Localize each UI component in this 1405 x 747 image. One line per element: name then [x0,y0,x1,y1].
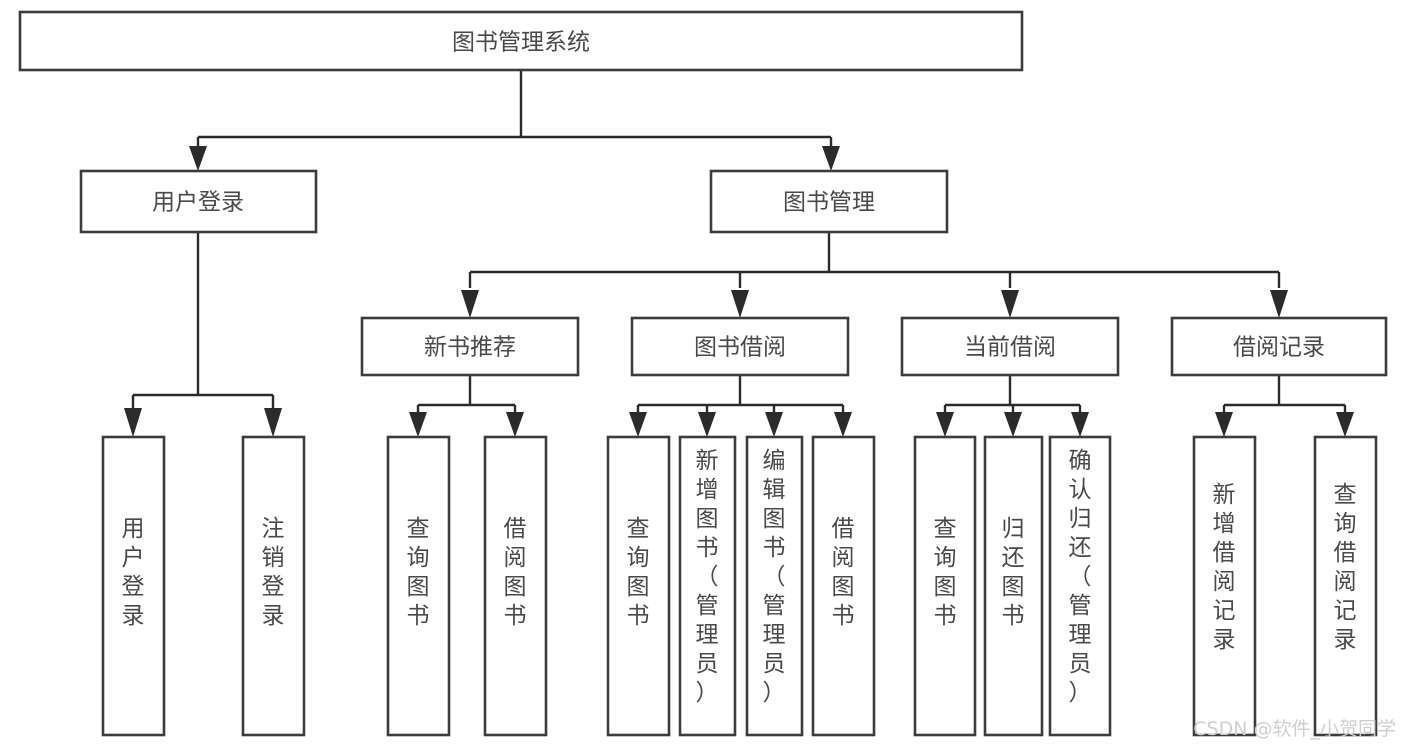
connectors-layer [124,70,1354,437]
book-management-box[interactable] [709,169,949,234]
leaf-add-book-label: 新增图书（管理员） [696,448,719,706]
leaf-query-book-current-box[interactable] [913,435,977,737]
connector-borrowrecord-to-leaves [1215,375,1354,437]
connector-bookborrow-to-leaves [629,375,852,437]
leaf-return-book-label: 归还图书 [1002,516,1025,629]
arrow-to-leaf-user-login [124,408,142,437]
leaf-add-record-label: 新增借阅记录 [1213,482,1236,653]
leaf-query-book-new[interactable]: 查询图书 [386,435,451,737]
leaf-borrow-book-new[interactable]: 借阅图书 [483,435,548,737]
user-login-label: 用户登录 [152,190,244,216]
arrow-to-leaf-query-record [1336,412,1354,437]
new-book-recommend-label: 新书推荐 [424,335,516,361]
arrow-to-book-management [822,146,840,171]
leaf-add-book-box[interactable] [678,435,737,737]
root-label: 图书管理系统 [452,30,590,56]
new-book-recommend-box[interactable] [360,316,580,377]
leaf-confirm-return-box[interactable] [1048,435,1112,737]
leaf-borrow-book-new-label: 借阅图书 [504,516,527,629]
node-current-borrow[interactable]: 当前借阅 [900,316,1120,377]
leaf-query-book-borrow-box[interactable] [606,435,671,737]
leaf-edit-book[interactable]: 编辑图书（管理员） [745,435,804,737]
leaf-logout-box[interactable] [241,435,306,737]
leaf-borrow-book-box[interactable] [811,435,876,737]
node-borrow-record[interactable]: 借阅记录 [1170,316,1388,377]
arrow-to-new-book-recommend [461,290,479,318]
leaf-user-login-box[interactable] [101,435,166,737]
book-borrow-label: 图书借阅 [694,335,786,361]
arrow-to-user-login [189,146,207,171]
arrow-to-leaf-add-record [1215,412,1233,437]
current-borrow-box[interactable] [900,316,1120,377]
arrow-to-leaf-confirm-return [1071,412,1089,437]
leaf-borrow-book[interactable]: 借阅图书 [811,435,876,737]
leaf-logout-label: 注销登录 [262,516,285,629]
connector-userlogin-to-leaves [124,232,282,437]
connector-currentborrow-to-leaves [936,375,1089,437]
root-box[interactable] [18,10,1024,72]
arrow-to-leaf-add-book [698,412,716,437]
arrow-to-borrow-record [1270,290,1288,318]
leaf-query-book-new-label: 查询图书 [407,516,430,629]
csdn-watermark: CSDN @软件_小贺同学 [1193,718,1396,740]
node-user-login[interactable]: 用户登录 [79,169,318,234]
leaf-edit-book-box[interactable] [745,435,804,737]
leaf-return-book[interactable]: 归还图书 [983,435,1044,737]
arrow-to-book-borrow [731,290,749,318]
leaf-borrow-book-label: 借阅图书 [832,516,855,629]
node-book-management[interactable]: 图书管理 [709,169,949,234]
connector-bookmgmt-to-level3 [461,232,1288,318]
arrow-to-leaf-return-book [1004,412,1022,437]
leaf-query-book-new-box[interactable] [386,435,451,737]
arrow-to-leaf-logout [264,408,282,437]
leaf-query-book-borrow-label: 查询图书 [627,516,650,629]
arrow-to-current-borrow [1001,290,1019,318]
leaf-add-record[interactable]: 新增借阅记录 [1192,435,1257,737]
arrow-to-leaf-borrow-book [834,412,852,437]
leaf-edit-book-label: 编辑图书（管理员） [763,448,786,706]
leaf-query-book-current-label: 查询图书 [934,516,957,629]
leaf-query-record-box[interactable] [1313,435,1378,737]
node-book-borrow[interactable]: 图书借阅 [630,316,850,377]
leaf-query-book-current[interactable]: 查询图书 [913,435,977,737]
current-borrow-label: 当前借阅 [964,335,1056,361]
leaf-query-book-borrow[interactable]: 查询图书 [606,435,671,737]
leaf-borrow-book-new-box[interactable] [483,435,548,737]
leaf-add-record-box[interactable] [1192,435,1257,737]
book-borrow-box[interactable] [630,316,850,377]
leaf-confirm-return-label: 确认归还（管理员） [1069,448,1092,706]
connector-newbook-to-leaves [409,375,524,437]
arrow-to-leaf-edit-book [765,412,783,437]
book-management-label: 图书管理 [783,190,875,216]
arrow-to-leaf-query-book-new [409,412,427,437]
node-new-book-recommend[interactable]: 新书推荐 [360,316,580,377]
user-login-box[interactable] [79,169,318,234]
arrow-to-leaf-query-book-borrow [629,412,647,437]
node-root[interactable]: 图书管理系统 [18,10,1024,72]
leaf-user-login-label: 用户登录 [122,516,145,629]
borrow-record-label: 借阅记录 [1233,335,1325,361]
leaf-query-record-label: 查询借阅记录 [1334,482,1357,653]
leaf-return-book-box[interactable] [983,435,1044,737]
arrow-to-leaf-query-book-current [936,412,954,437]
leaf-user-login[interactable]: 用户登录 [101,435,166,737]
leaf-confirm-return[interactable]: 确认归还（管理员） [1048,435,1112,737]
arrow-to-leaf-borrow-book-new [506,412,524,437]
connector-root-to-level2 [189,70,840,171]
leaf-logout[interactable]: 注销登录 [241,435,306,737]
leaf-add-book[interactable]: 新增图书（管理员） [678,435,737,737]
leaf-query-record[interactable]: 查询借阅记录 [1313,435,1378,737]
borrow-record-box[interactable] [1170,316,1388,377]
